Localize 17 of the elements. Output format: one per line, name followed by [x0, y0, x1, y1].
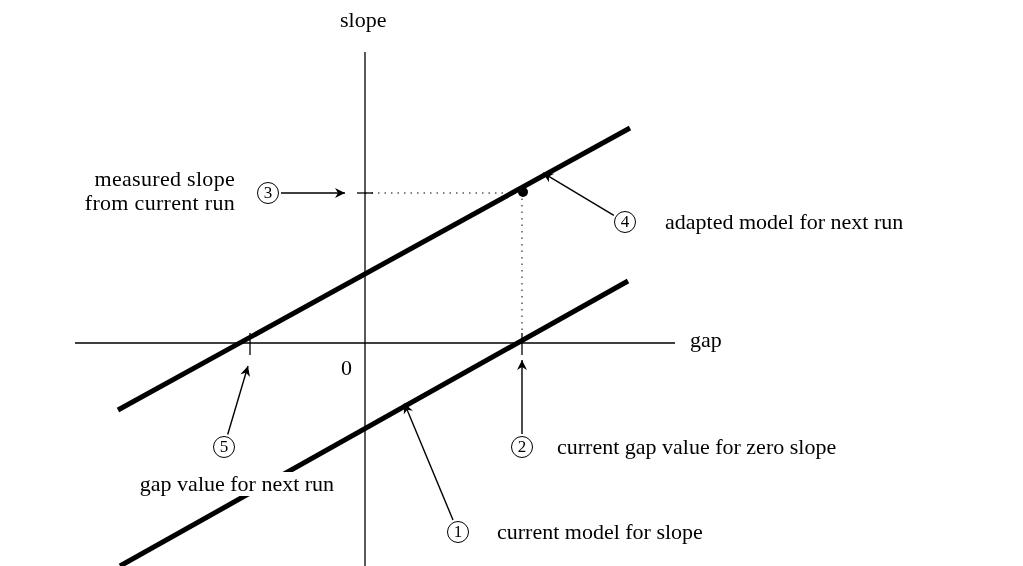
callout-number: 4 [614, 211, 636, 233]
callout-text: adapted model for next run [665, 210, 904, 234]
callout-number: 2 [511, 436, 533, 458]
axis-label: slope [340, 8, 387, 32]
origin-label: 0 [341, 356, 352, 380]
callout-text: current gap value for zero slope [557, 435, 837, 459]
callout-number: 5 [213, 436, 235, 458]
arrow [542, 172, 615, 217]
arrow [517, 359, 527, 435]
callout-text: current model for slope [497, 520, 703, 544]
arrow [280, 188, 346, 198]
callout-number: 3 [257, 182, 279, 204]
arrow [227, 365, 250, 436]
callout-number: 1 [447, 521, 469, 543]
callout-text: measured slope from current run [83, 167, 235, 215]
axis-label: gap [690, 328, 722, 352]
arrow [403, 402, 454, 521]
